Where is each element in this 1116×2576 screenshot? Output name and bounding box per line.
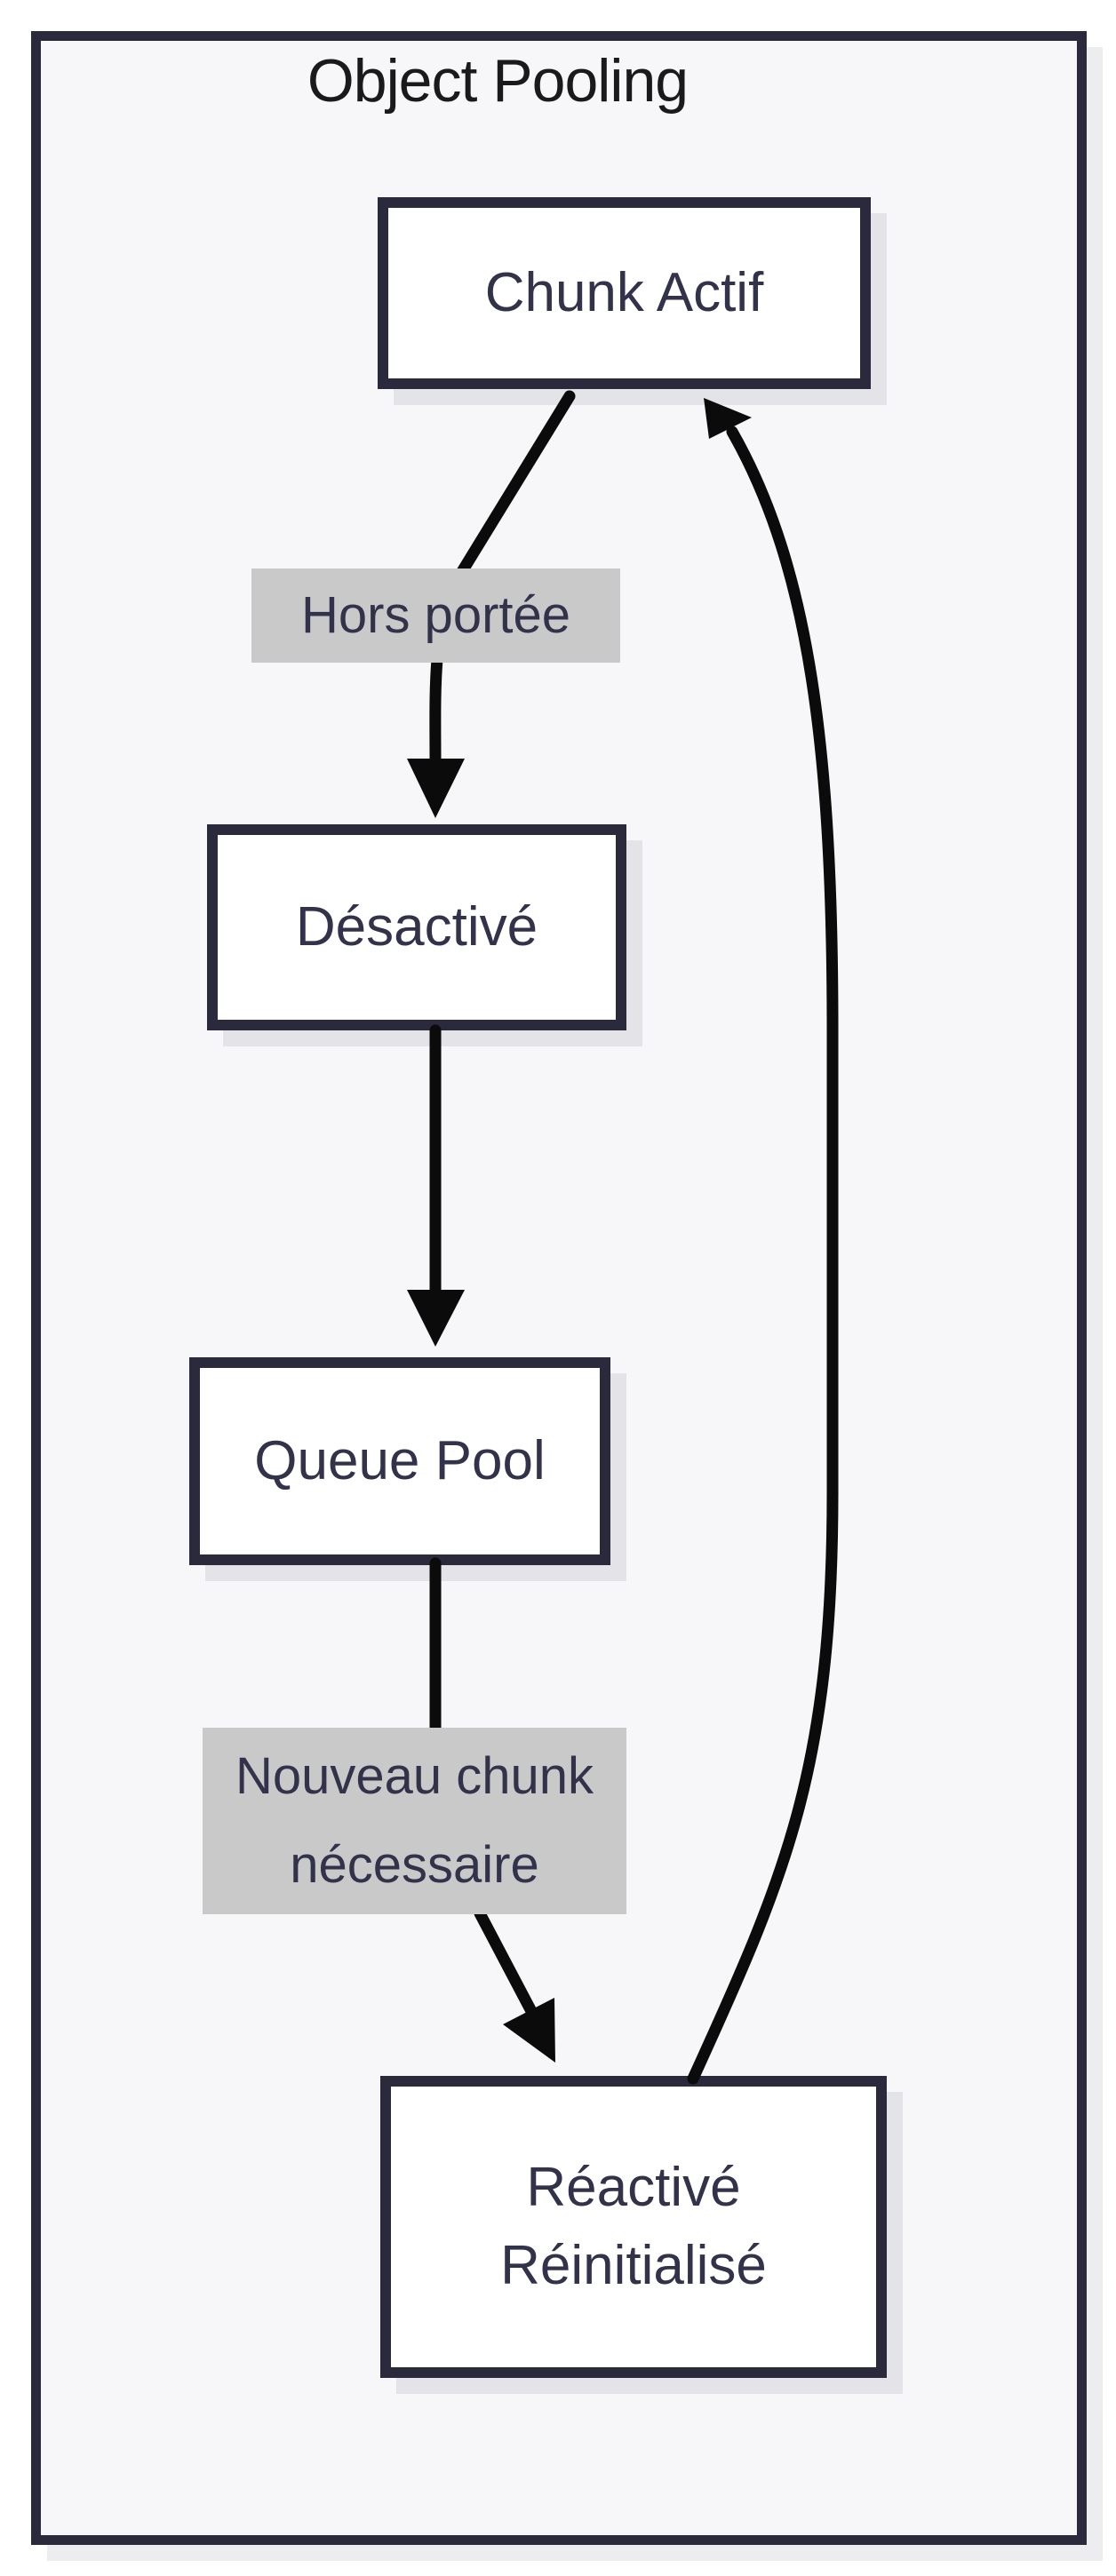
edge-label-hors-portee: Hors portée: [251, 568, 620, 663]
node-label: Réactivé: [526, 2157, 741, 2218]
node-label: Réinitialisé: [500, 2235, 767, 2296]
edge-label-text: Nouveau chunk: [235, 1747, 594, 1805]
node-desactive: Désactivé: [207, 824, 626, 1030]
edge-label-text: nécessaire: [290, 1836, 539, 1894]
node-reactive: Réactivé Réinitialisé: [380, 2076, 887, 2378]
edge-label-text: Hors portée: [300, 586, 571, 644]
node-label: Chunk Actif: [484, 262, 764, 323]
diagram-title: Object Pooling: [307, 47, 689, 115]
node-label: Désactivé: [295, 896, 538, 958]
node-label: Queue Pool: [254, 1430, 546, 1491]
edge-label-nouveau-chunk: Nouveau chunk nécessaire: [203, 1728, 626, 1914]
node-chunk-actif: Chunk Actif: [378, 197, 871, 389]
node-queue-pool: Queue Pool: [189, 1357, 610, 1565]
